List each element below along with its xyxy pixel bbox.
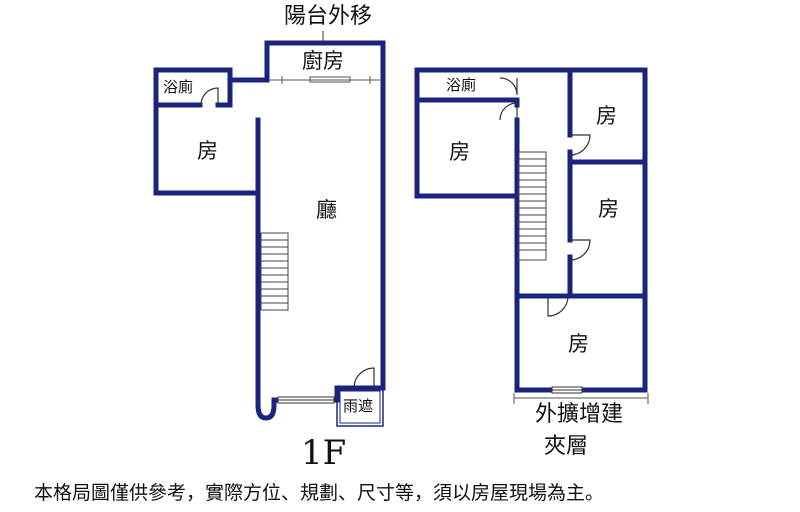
bedroom-mezz-bottom-label: 房: [568, 332, 589, 356]
living-left-wall: [255, 117, 277, 421]
front-window: [277, 396, 335, 404]
bedroom-mezz-right-mid-label: 房: [598, 197, 619, 221]
bath-1f-label: 浴廁: [163, 78, 194, 96]
disclaimer-text: 本格局圖僅供參考，實際方位、規劃、尺寸等，須以房屋現場為主。: [34, 482, 605, 504]
bath-mezz-label: 浴廁: [446, 76, 477, 94]
floor-1f-label: 1F: [301, 433, 347, 473]
bedroom-1f-wall: [153, 102, 261, 196]
bedroom-mezz-right-top-label: 房: [596, 104, 617, 128]
kitchen-label: 廚房: [302, 49, 344, 73]
mezz-left-door: [499, 102, 518, 121]
mezz-bath-door: [499, 77, 518, 96]
canopy-door: [353, 367, 375, 389]
mezz-window: [551, 386, 583, 394]
mezz-doors: [499, 77, 591, 317]
bedroom-1f-label: 房: [197, 139, 218, 163]
mezz-bottom-door: [547, 295, 569, 317]
bedroom-mezz-left-label: 房: [449, 140, 470, 164]
mezz-bath-bottom: [414, 97, 520, 108]
kitchen-wall: [264, 40, 386, 83]
bath-1f-door: [200, 87, 219, 106]
extension-dimension: [513, 393, 649, 404]
mezzanine-label: 夾層: [544, 434, 589, 459]
living-label: 廳: [316, 198, 337, 222]
mezz-right-door-1: [569, 134, 591, 156]
plan-1f-walls: [153, 40, 386, 421]
canopy-box: [336, 387, 384, 427]
balcony-note: 陽台外移: [284, 4, 373, 29]
stairs-mezz: [518, 151, 547, 261]
kitchen-opening: [269, 76, 381, 84]
canopy-label: 雨遮: [343, 397, 374, 415]
mezz-right-door-2: [569, 239, 591, 261]
stairs-1f: [260, 232, 289, 311]
extension-note: 外擴增建: [535, 402, 624, 427]
